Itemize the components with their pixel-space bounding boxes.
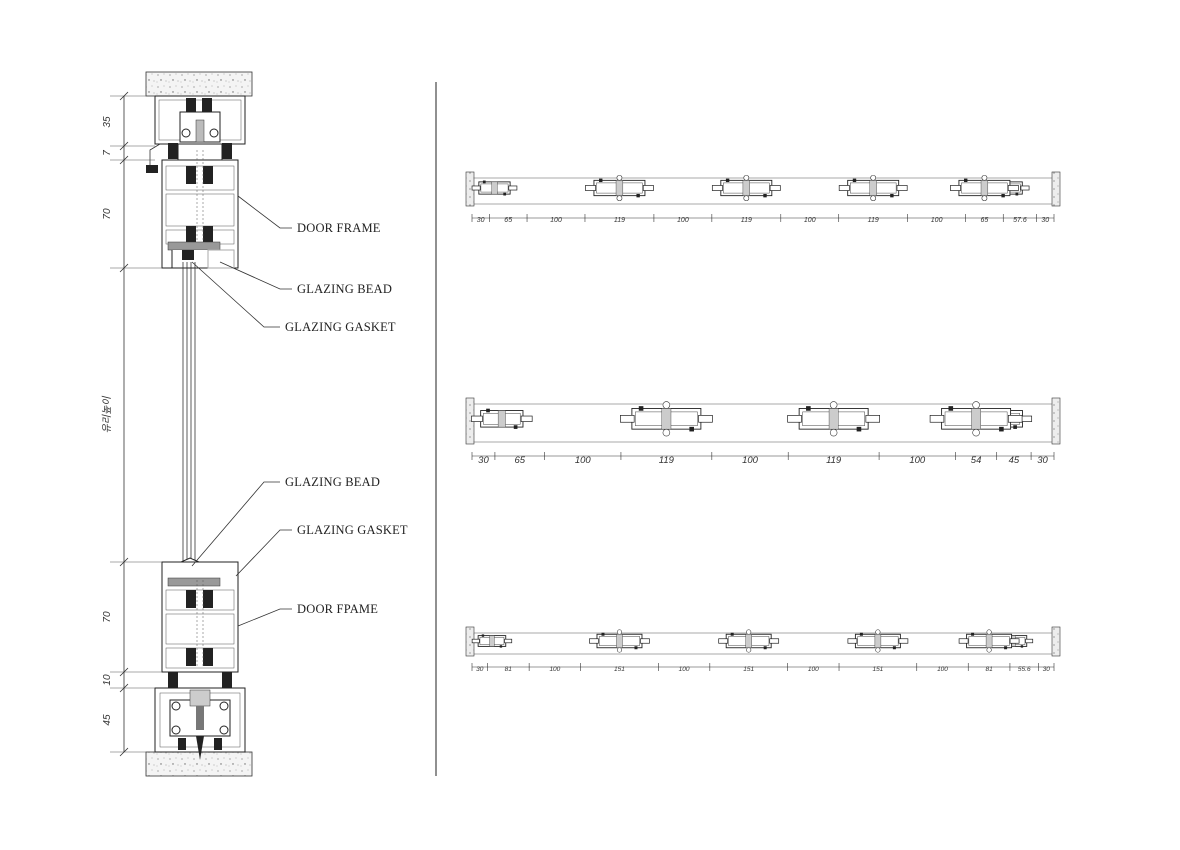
plan-1-dim: 100: [931, 217, 943, 224]
plan-3-dim: 81: [985, 666, 993, 673]
plan-3-dim: 100: [937, 666, 948, 673]
plan-1-dim: 30: [477, 217, 485, 224]
plan-1-dim: 119: [614, 217, 625, 224]
plan-3-dim: 30: [1043, 666, 1051, 673]
plan-1-dim: 57.6: [1013, 217, 1027, 224]
plan-view-2: 30 65 100 119 100 119 100 54 45 30: [465, 397, 1061, 466]
plan-1-dim: 65: [981, 217, 989, 224]
plan-view-1: 30 65 100 119 100 119 100 119 100 65 57.6 30: [465, 171, 1061, 224]
label-glazing-bead-top: GLAZING BEAD: [297, 282, 392, 296]
top-door-frame: [161, 150, 239, 269]
plan-3-dim: 81: [505, 666, 513, 673]
section-callouts: DOOR FRAME GLAZING BEAD GLAZING GASKET G…: [191, 195, 408, 627]
wall-right: [1051, 171, 1061, 207]
plan-2-dim: 30: [478, 455, 489, 466]
dim-v-glass-height: 유리높이: [101, 396, 113, 434]
plan-2-dim: 54: [971, 455, 982, 466]
label-door-frame-bottom: DOOR FPAME: [297, 602, 378, 616]
vertical-dimension-chain: 35 7 70 유리높이 70 10 45: [101, 91, 162, 757]
plan-2-dim: 100: [742, 455, 759, 466]
glass-pane: [182, 262, 196, 572]
plan-2-dim: 45: [1009, 455, 1020, 466]
label-glazing-gasket-top: GLAZING GASKET: [285, 320, 396, 334]
dim-v-70-top: 70: [102, 208, 113, 220]
plan-1-dim: 100: [804, 217, 816, 224]
plan-3-dim: 100: [549, 666, 560, 673]
label-glazing-gasket-bottom: GLAZING GASKET: [297, 523, 408, 537]
plan-1-dim: 100: [550, 217, 562, 224]
plan-3-dim: 30: [476, 666, 484, 673]
head-track: [146, 95, 246, 173]
plan-views: 30 65 100 119 100 119 100 119 100 65 57.6 30 30 65 100…: [465, 171, 1061, 673]
plan-2-dim: 119: [659, 455, 675, 466]
dim-v-7: 7: [102, 150, 113, 156]
plan-1-dim: 119: [741, 217, 752, 224]
plan-3-dim: 55.6: [1018, 666, 1031, 673]
plan-2-dim: 119: [826, 455, 842, 466]
plan-2-dim: 65: [514, 455, 525, 466]
plan-2-dim: 100: [575, 455, 592, 466]
wall-right: [1051, 626, 1061, 657]
plan-view-3: 30 81 100 151 100 151 100 151 100 81 55.6 30: [465, 626, 1061, 673]
dim-v-45: 45: [102, 714, 113, 726]
plan-2-dim: 100: [909, 455, 926, 466]
concrete-sill: [145, 751, 253, 777]
plan-1-dim: 119: [868, 217, 879, 224]
plan-3-dim: 100: [679, 666, 690, 673]
plan-3-dim: 151: [743, 666, 754, 673]
plan-1-dim: 100: [677, 217, 689, 224]
dim-v-35: 35: [102, 116, 113, 128]
sill-track: [154, 672, 246, 760]
bottom-door-frame: [161, 557, 239, 673]
plan-3-dim: 151: [614, 666, 625, 673]
plan-2-dim: 30: [1037, 455, 1048, 466]
label-door-frame-top: DOOR FRAME: [297, 221, 381, 235]
plan-3-dim: 151: [872, 666, 883, 673]
plan-1-dim: 30: [1041, 217, 1049, 224]
plan-1-dim: 65: [504, 217, 512, 224]
dim-v-70-bottom: 70: [102, 611, 113, 623]
plan-3-dim: 100: [808, 666, 819, 673]
wall-right: [1051, 397, 1061, 445]
concrete-head: [145, 71, 253, 97]
dim-v-10: 10: [102, 674, 113, 686]
vertical-section: 35 7 70 유리높이 70 10 45 DOOR FRAME GLAZING…: [101, 71, 408, 777]
label-glazing-bead-bottom: GLAZING BEAD: [285, 475, 380, 489]
